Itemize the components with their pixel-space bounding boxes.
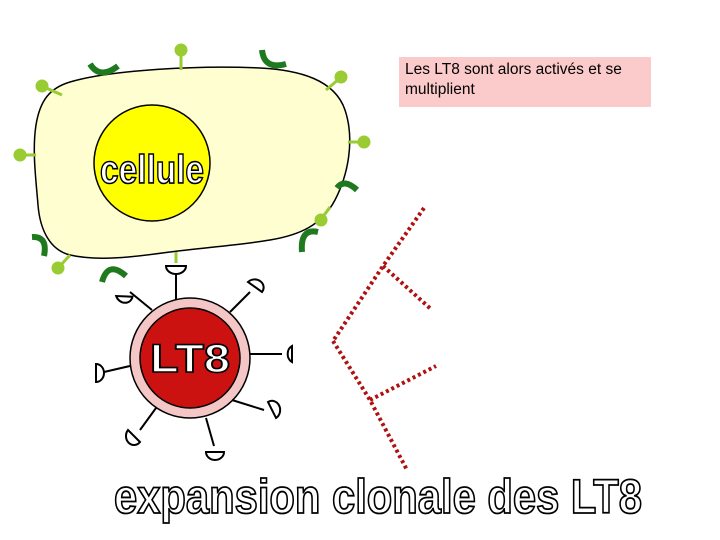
receptor-icon — [90, 64, 118, 73]
diagram-title: expansion clonale des LT8 — [114, 471, 642, 524]
antigen-icon — [53, 255, 70, 273]
receptor-icon — [32, 237, 45, 256]
lt8-receptor-icon — [116, 288, 152, 310]
expansion-branches — [333, 208, 436, 470]
antigen-icon — [348, 137, 369, 147]
lt8-label: LT8 — [150, 337, 230, 381]
lt8-receptor-icon — [232, 400, 280, 418]
antigen-icon — [15, 150, 36, 160]
lt8-receptor-icon — [96, 364, 130, 382]
antigen-icon — [326, 72, 346, 90]
antigen-icon — [176, 45, 186, 70]
receptor-icon — [302, 231, 318, 252]
lt8-receptor-icon — [166, 266, 186, 300]
receptor-icon — [262, 50, 286, 65]
lt8-receptor-icon — [206, 418, 224, 460]
receptor-icon — [102, 269, 126, 282]
lt8-receptor-icon — [230, 279, 264, 312]
caption-box: Les LT8 sont alors activés et se multipl… — [399, 57, 651, 107]
lt8-receptor-icon — [126, 408, 156, 445]
cell-label: cellule — [100, 148, 204, 192]
lt8-receptor-icon — [250, 346, 292, 362]
